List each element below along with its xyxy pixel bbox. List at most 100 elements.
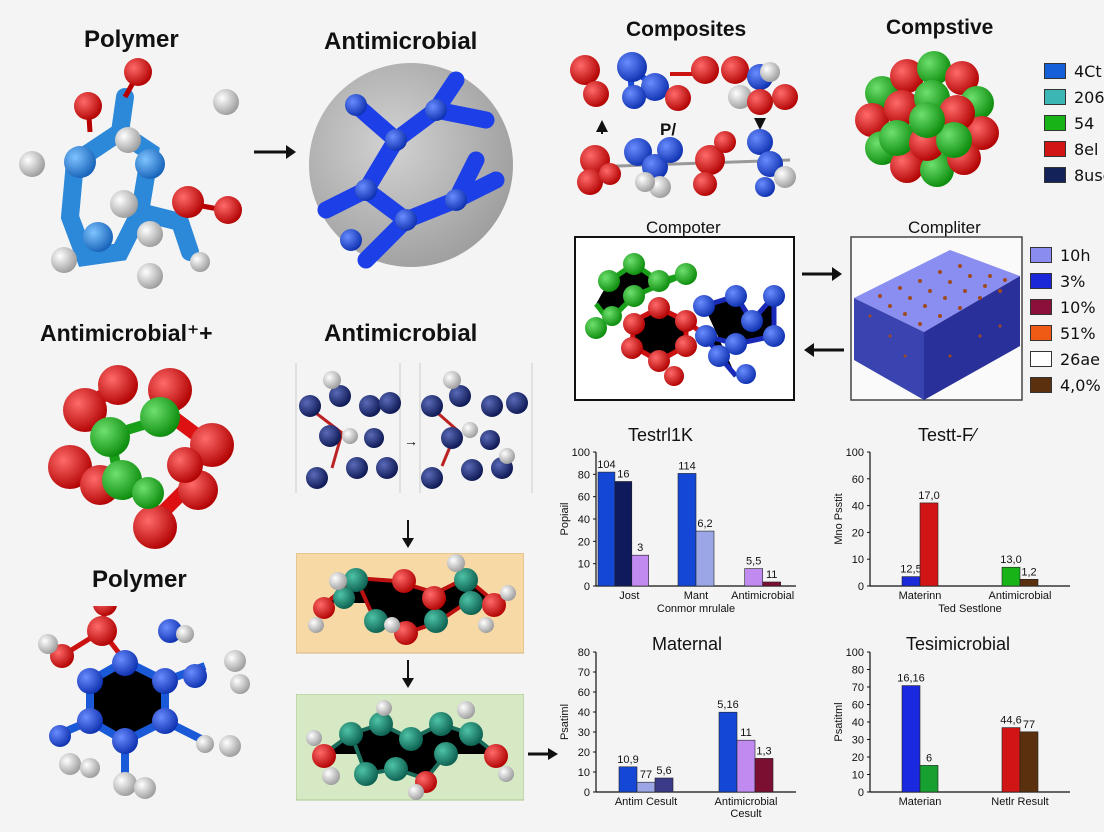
bar	[631, 554, 649, 587]
legend-swatch	[1044, 63, 1066, 79]
composites-molecules: P/	[570, 52, 798, 198]
chart-title: Testt-F⁄	[918, 425, 977, 445]
y-tick-label: 70	[852, 682, 864, 694]
antimicrobial-title-mid: Antimicrobial	[324, 320, 478, 347]
bar	[1001, 727, 1021, 793]
chart-title: Tesimicrobial	[906, 634, 1011, 654]
bar	[618, 766, 638, 793]
bar	[636, 781, 656, 793]
antimicrobial-title-top: Antimicrobial	[324, 28, 478, 55]
y-tick-label: 40	[578, 514, 590, 526]
y-axis-label: Mno Psstit	[833, 493, 845, 544]
x-axis-label: Conmor mrulale	[657, 603, 735, 615]
compliter-title: Compliter	[908, 218, 981, 237]
y-tick-label: 100	[572, 447, 590, 459]
legend-swatch	[1030, 351, 1052, 367]
y-tick-label: 30	[852, 735, 864, 747]
legend-top: 4Ct 206h 54 8el 8usen	[1044, 58, 1104, 188]
bar	[762, 581, 781, 587]
legend-item: 54	[1044, 110, 1104, 136]
legend-swatch	[1030, 377, 1052, 393]
category-label: Antimicrobial	[989, 590, 1052, 602]
arrow-right-icon	[254, 145, 296, 159]
category-label: Mant	[684, 590, 708, 602]
y-tick-label: 80	[578, 469, 590, 481]
legend-item: 8usen	[1044, 162, 1104, 188]
y-tick-label: 40	[578, 707, 590, 719]
y-tick-label: 60	[852, 474, 864, 486]
legend-item: 3%	[1030, 268, 1101, 294]
bar-value-label: 13,0	[1000, 554, 1021, 566]
compoter-box	[574, 236, 795, 401]
legend-item: 4Ct	[1044, 58, 1104, 84]
antimicrobial-title-left: Antimicrobial⁺+	[40, 320, 213, 346]
bar-value-label: 44,6	[1000, 715, 1021, 727]
legend-item: 206h	[1044, 84, 1104, 110]
category-label: Materinn	[899, 590, 942, 602]
legend-swatch	[1030, 247, 1052, 263]
polymer-title-top: Polymer	[84, 26, 179, 53]
category-label: Materian	[899, 796, 942, 808]
bar	[919, 502, 939, 587]
bar-value-label: 77	[640, 769, 652, 781]
legend-mid: 10h 3% 10% 51% 26ae 4,0%	[1030, 242, 1101, 398]
svg-text:→: →	[404, 433, 418, 449]
bar-value-label: 6	[926, 752, 932, 764]
molecule-orange-panel	[296, 553, 524, 654]
compstive-title: Compstive	[886, 16, 994, 39]
y-tick-label: 80	[852, 665, 864, 677]
legend-item: 10%	[1030, 294, 1101, 320]
y-tick-label: 10	[852, 554, 864, 566]
bar	[919, 765, 939, 793]
bar-value-label: 5,16	[717, 699, 738, 711]
bar	[754, 758, 774, 793]
bar	[614, 481, 633, 587]
bar-value-label: 77	[1023, 719, 1035, 731]
bar-value-label: 3	[637, 542, 643, 554]
category-label: Netlr Result	[991, 796, 1048, 808]
legend-label: 8usen	[1074, 165, 1104, 185]
legend-label: 10h	[1060, 245, 1091, 265]
legend-item: 26ae	[1030, 346, 1101, 372]
bar	[1019, 579, 1039, 587]
legend-label: 26ae	[1060, 349, 1101, 369]
antimicrobial-molecule-left	[48, 365, 234, 549]
bar	[695, 530, 715, 587]
molecule-green-panel	[296, 694, 524, 801]
y-tick-label: 80	[578, 647, 590, 659]
bar-chart-testrl1k: 01020406080100Popiail104163Jost1146,2Man…	[559, 447, 796, 615]
bar-chart-tesimicrobial: 010203040607080100Psatitml16,166Materian…	[833, 647, 1070, 808]
legend-label: 4Ct	[1074, 61, 1102, 81]
bar-value-label: 16,16	[897, 673, 925, 685]
bar-value-label: 11	[766, 569, 777, 581]
antimicrobial-chain-circle	[309, 63, 513, 269]
chart-title: Testrl1K	[628, 425, 694, 445]
legend-swatch	[1030, 273, 1052, 289]
bar-value-label: 12,5	[900, 564, 921, 576]
y-tick-label: 100	[846, 647, 864, 659]
composites-title: Composites	[626, 18, 747, 41]
polymer-molecule-top	[19, 58, 242, 289]
y-tick-label: 60	[578, 492, 590, 504]
compstive-cluster	[855, 51, 999, 187]
y-tick-label: 0	[858, 581, 864, 593]
legend-item: 8el	[1044, 136, 1104, 162]
bar	[718, 711, 738, 793]
legend-label: 54	[1074, 113, 1095, 133]
legend-label: 51%	[1060, 323, 1096, 343]
y-tick-label: 10	[852, 770, 864, 782]
y-tick-label: 30	[578, 727, 590, 739]
y-axis-label: Psatitml	[833, 702, 845, 741]
y-tick-label: 40	[852, 717, 864, 729]
legend-label: 206h	[1074, 87, 1104, 107]
y-tick-label: 10	[578, 559, 590, 571]
legend-label: 3%	[1060, 271, 1086, 291]
bar-value-label: 104	[597, 459, 615, 471]
antimicrobial-mid-panels: →	[295, 363, 533, 493]
category-label: Jost	[619, 590, 639, 602]
y-tick-label: 20	[578, 536, 590, 548]
compliter-box	[850, 236, 1023, 401]
bar-value-label: 1,2	[1021, 566, 1036, 578]
compoter-title: Compoter	[646, 218, 721, 237]
